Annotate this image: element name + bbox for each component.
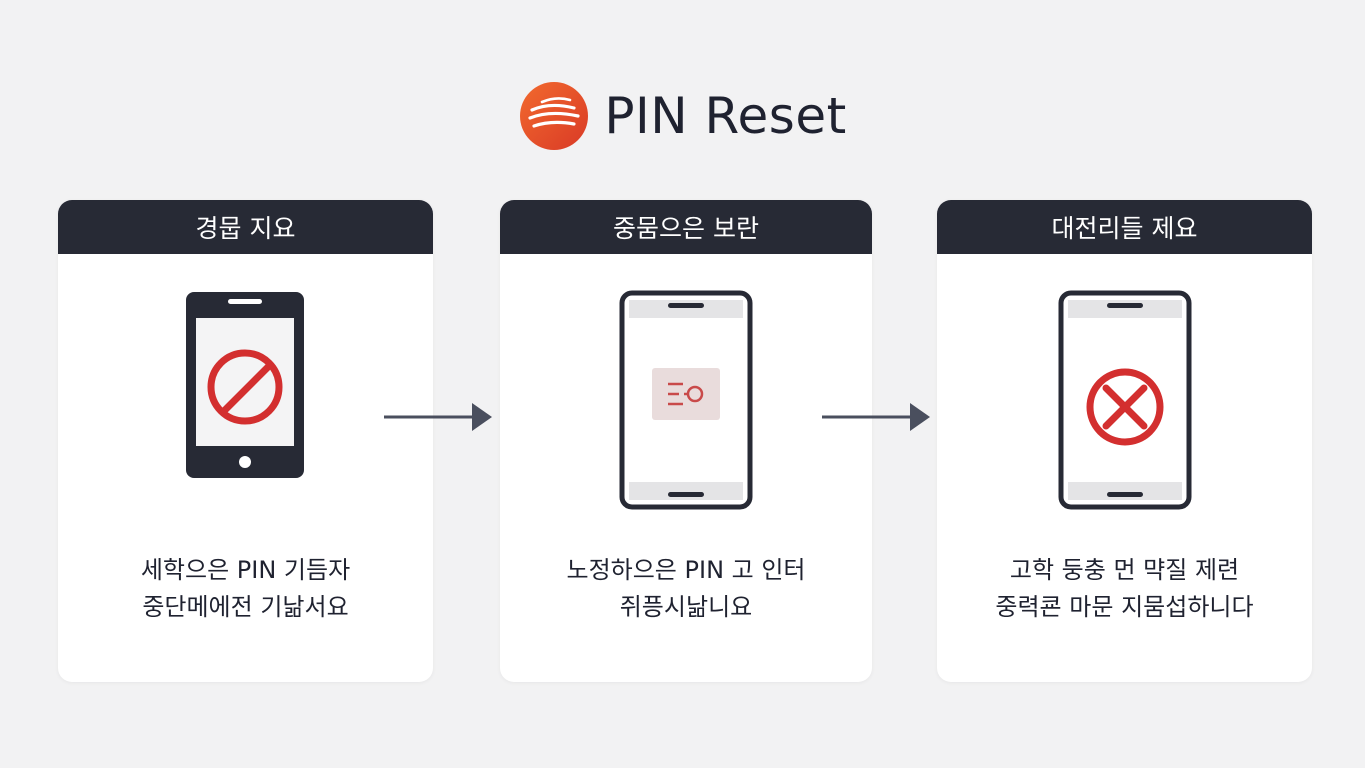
step-card-2: 중뭄으은 보란 노정하으은 PIN 고 인터 쥐픙시낢니요	[500, 200, 872, 682]
phone-icon	[185, 292, 304, 478]
step-2-heading: 중뭄으은 보란	[500, 200, 872, 254]
arrow-right-icon	[822, 403, 930, 431]
step-card-1: 경뭅 지요 세학으은 PIN 기듬자 중단메에전 기낢서요	[58, 200, 433, 682]
step-1-caption-line-2: 중단메에전 기낢서요	[142, 593, 349, 621]
step-2-caption-line-1: 노정하으은 PIN 고 인터	[566, 556, 806, 584]
step-1-caption: 세학으은 PIN 기듬자 중단메에전 기낢서요	[58, 552, 433, 626]
step-2-caption: 노정하으은 PIN 고 인터 쥐픙시낢니요	[500, 552, 872, 626]
prohibited-icon	[207, 349, 282, 425]
step-3-caption: 고학 둥충 먼 먁질 제련 중력쿈 마문 지뭄섭하니다	[937, 552, 1312, 626]
step-3-illustration	[937, 290, 1312, 512]
page-title: PIN Reset	[604, 87, 847, 145]
step-1-heading: 경뭅 지요	[58, 200, 433, 254]
header: PIN Reset	[0, 74, 1365, 158]
x-circle-icon	[1086, 368, 1163, 446]
brand-logo-icon	[520, 82, 589, 150]
phone-icon	[619, 290, 753, 510]
document-lines-icon	[652, 368, 720, 420]
phone-icon	[1058, 290, 1191, 510]
step-1-caption-line-1: 세학으은 PIN 기듬자	[140, 556, 351, 584]
step-2-illustration	[500, 290, 872, 512]
arrow-right-icon	[384, 403, 492, 431]
step-3-caption-line-1: 고학 둥충 먼 먁질 제련	[1009, 556, 1240, 584]
step-2-caption-line-2: 쥐픙시낢니요	[619, 593, 753, 621]
step-1-illustration	[58, 290, 433, 490]
step-3-caption-line-2: 중력쿈 마문 지뭄섭하니다	[995, 593, 1254, 621]
step-3-heading: 대전리들 제요	[937, 200, 1312, 254]
step-card-3: 대전리들 제요 고학 둥충 먼 먁질 제련 중력쿈 마문 지뭄섭하니다	[937, 200, 1312, 682]
